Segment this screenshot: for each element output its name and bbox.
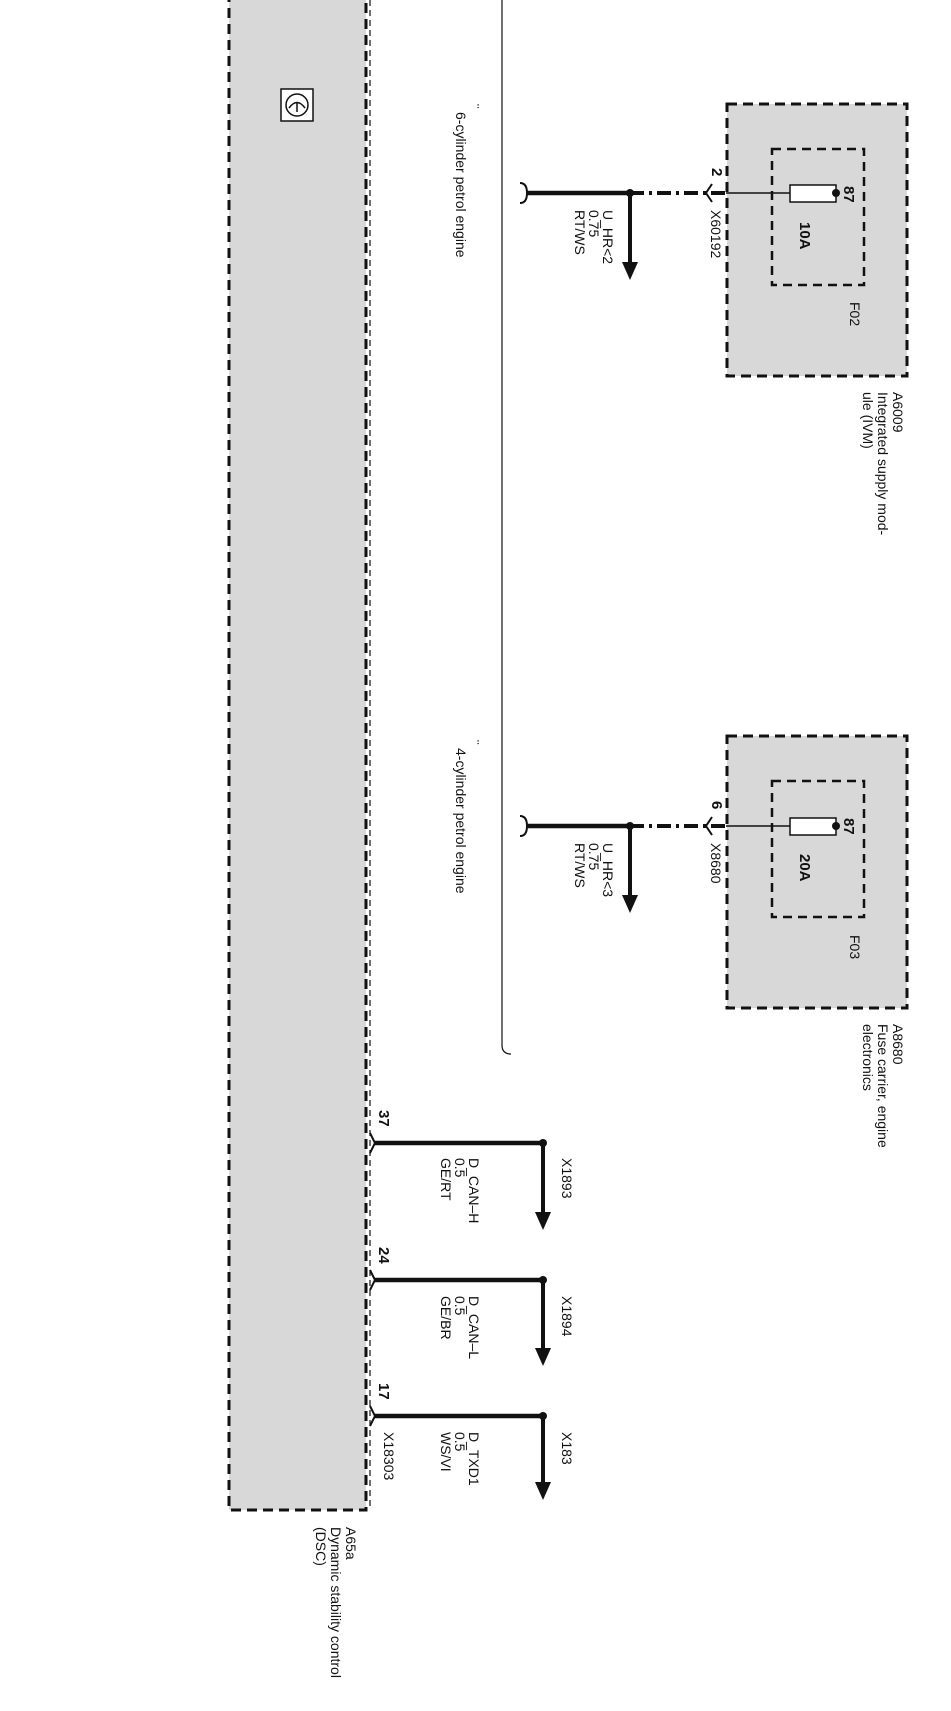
bus-wire-3-color: WS/VI [438,1432,454,1472]
supply-wire-2-size: 0.75 [586,843,602,870]
bus-wire-3-pin: 17 [375,1383,392,1400]
bus-wire-2-signal: D_CAN–L [466,1296,482,1359]
variant-bracket [501,0,512,1055]
fuse-carrier-id: A8680 [890,1024,906,1065]
fuse-f03-rating: 20A [796,854,813,882]
variant-6-cylinder-label: 6-cylinder petrol engine [453,112,469,258]
variant-6-cylinder: ¨ 6-cylinder petrol engine [453,104,482,258]
variant-marker: ¨ [466,740,482,745]
fuse-f02-rating: 10A [796,222,813,250]
bus-wire-2-pin: 24 [375,1247,392,1264]
bus-wire-d-can-h[interactable] [369,1132,551,1230]
bus-wire-1-pin: 37 [375,1110,392,1127]
ivm-module[interactable]: 87 10A F02 A6009 Integrated supply mod- … [725,102,909,536]
bus-wire-3-connector: X183 [559,1432,575,1465]
fuse-carrier-name: Fuse carrier, engine [875,1024,891,1148]
supply-wire-1-signal: U_HR<2 [600,210,616,264]
supply-wire-2-signal: U_HR<3 [600,843,616,897]
fuse-f03[interactable] [726,817,840,836]
bus-wire-2-size: 0.5 [452,1296,468,1316]
fuse-f03-pin: 87 [840,818,857,835]
bus-wire-2-color: GE/BR [438,1296,454,1340]
supply-wire-2-connector: X8680 [708,843,724,884]
dsc-id: A65a [343,1527,359,1560]
bus-wire-d-txd1[interactable] [369,1405,551,1500]
fuse-f02[interactable] [726,184,840,203]
bus-wire-d-can-l[interactable] [369,1269,551,1366]
bus-wire-2-connector: X1894 [559,1296,575,1337]
fuse-f02-pin: 87 [840,186,857,203]
supply-wire-1-size: 0.75 [586,210,602,237]
variant-marker: ¨ [466,104,482,109]
fuse-f03-id: F03 [847,935,863,959]
bus-wire-3-module-connector: X18303 [381,1432,397,1480]
supply-wire-1-connector: X60192 [708,210,724,258]
bus-wire-3-signal: D_TXD1 [466,1432,482,1486]
dsc-symbol-icon [280,88,314,122]
dsc-name: Dynamic stability control [328,1527,344,1678]
variant-4-cylinder: ¨ 4-cylinder petrol engine [453,740,482,894]
bus-wire-1-signal: D_CAN–H [466,1158,482,1223]
supply-wire-2-pin: 6 [708,801,725,809]
supply-wire-2-color: RT/WS [572,843,588,888]
supply-wire-1-pin: 2 [708,168,725,176]
fuse-f02-id: F02 [847,302,863,326]
bus-wire-1-connector: X1893 [559,1158,575,1199]
ivm-name-line2: ule (IVM) [860,392,876,449]
dsc-name-abbrev: (DSC) [313,1527,329,1566]
supply-wire-u-hr-2[interactable] [519,182,726,280]
bus-wire-3-size: 0.5 [452,1432,468,1452]
ivm-name: Integrated supply mod- [875,392,891,536]
fuse-carrier-module[interactable]: 87 20A F03 A8680 Fuse carrier, engine el… [725,734,909,1148]
bus-wire-1-color: GE/RT [438,1158,454,1201]
bus-wire-1-size: 0.5 [452,1158,468,1178]
variant-4-cylinder-label: 4-cylinder petrol engine [453,748,469,894]
fuse-carrier-name-line2: electronics [860,1024,876,1091]
ivm-id: A6009 [890,392,906,433]
dsc-module[interactable]: A65a Dynamic stability control (DSC) [227,0,371,1678]
supply-wire-1-color: RT/WS [572,210,588,255]
supply-wire-u-hr-3[interactable] [519,815,726,913]
